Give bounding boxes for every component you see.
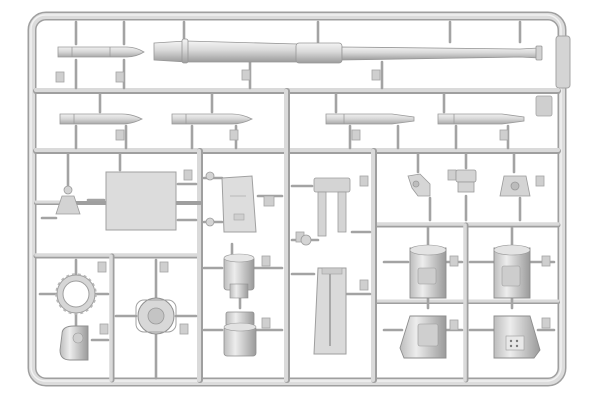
- elbow-part: [59, 325, 89, 361]
- flat-plate-part: [105, 171, 177, 231]
- projectile-part-3: [171, 113, 253, 125]
- cylinder-part-lower: [223, 311, 257, 357]
- sprue-frame: [27, 11, 567, 387]
- bracket-part: [205, 171, 351, 246]
- projectile-part-1: [57, 46, 145, 58]
- housing-part-2: [493, 244, 531, 299]
- housing-part-4: [493, 315, 541, 359]
- bracket-part-small: [499, 175, 531, 197]
- frame-tab: [555, 35, 571, 89]
- housing-part-1: [409, 244, 447, 299]
- shaft-tray-part: [313, 267, 347, 355]
- projectile-part-5: [437, 113, 525, 125]
- hook-part: [407, 173, 431, 197]
- gun-barrel-part: [153, 38, 543, 64]
- hatch-panel-part: [221, 175, 257, 233]
- round-flange-part: [135, 297, 177, 335]
- small-clip-part: [55, 185, 81, 215]
- housing-part-3: [399, 315, 447, 359]
- clamp-part: [455, 169, 477, 193]
- cylinder-part-upper: [223, 253, 255, 299]
- projectile-part-4: [325, 113, 415, 125]
- part-number-tabs: [55, 69, 553, 335]
- projectile-part-2: [59, 113, 143, 125]
- gear-ring-part: [55, 273, 97, 315]
